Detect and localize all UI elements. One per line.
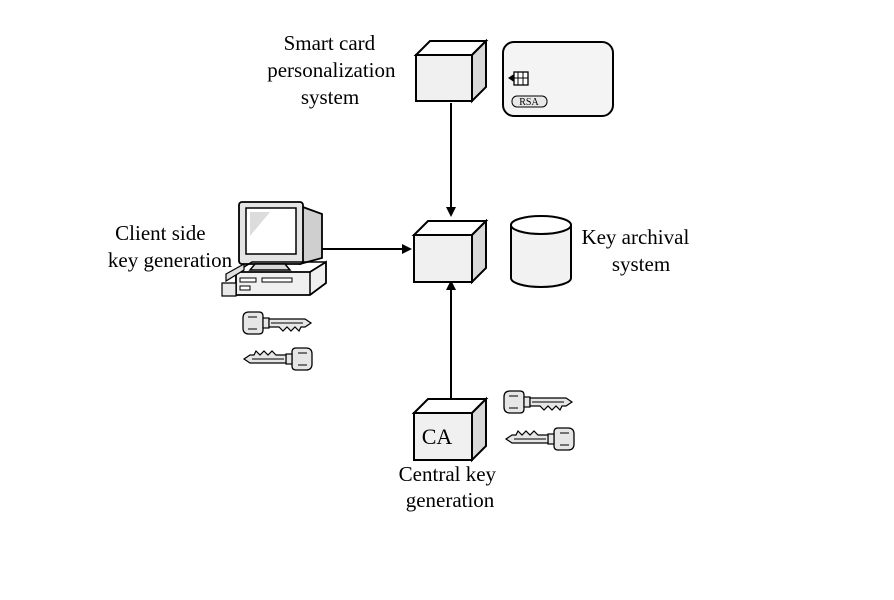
database-cylinder-icon (510, 215, 572, 288)
central-key-generation-label: Central key generation (399, 462, 502, 512)
key-icon (503, 390, 573, 414)
smart-card-icon: RSA (502, 41, 614, 117)
key-icon (505, 427, 575, 451)
client-side-label: Client side key generation (108, 221, 233, 272)
edges (322, 103, 456, 400)
key-icon (243, 347, 313, 371)
card-brand-mark: RSA (519, 97, 539, 108)
central-key-generation-node: CA Central key generation (399, 390, 575, 512)
client-side-node: Client side key generation (108, 201, 327, 371)
key-icon (242, 311, 312, 335)
key-archival-system-node: Key archival system (510, 215, 694, 288)
smart-card-system-label: Smart card personalization system (267, 31, 401, 109)
ca-cube-icon: CA (411, 396, 489, 463)
cube-icon (411, 218, 489, 285)
computer-icon (221, 201, 327, 297)
chip-icon (508, 71, 529, 86)
ca-box-label: CA (422, 424, 453, 449)
key-archival-system-label: Key archival system (581, 225, 694, 276)
key-archival-server-node (411, 218, 489, 285)
smart-card-node: RSA (502, 41, 614, 117)
smart-card-system-node: Smart card personalization system (267, 31, 489, 109)
cube-icon (413, 38, 489, 104)
